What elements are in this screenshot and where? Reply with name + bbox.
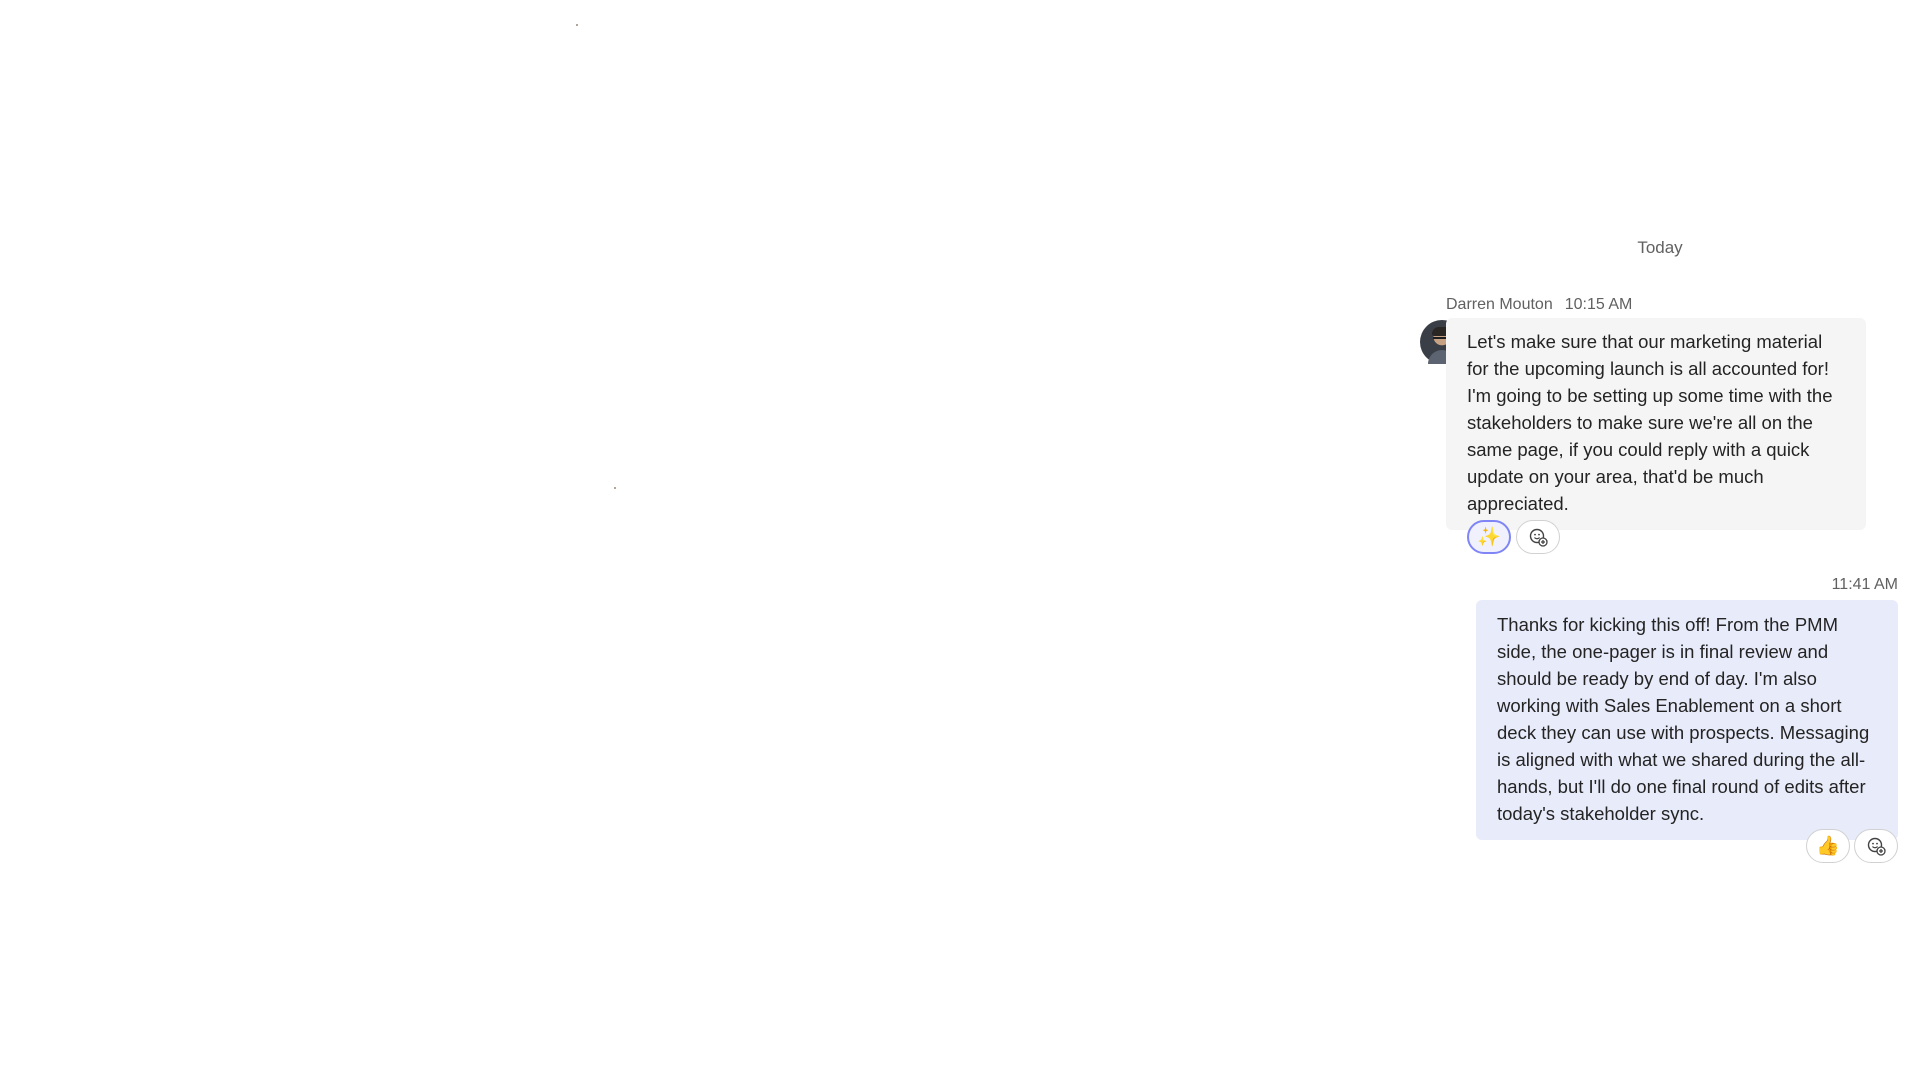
sparkle-reaction-button[interactable]: ✨ bbox=[1467, 520, 1511, 554]
stray-pixel bbox=[576, 24, 578, 26]
stray-pixel bbox=[614, 487, 616, 489]
thumbs-up-reaction-button[interactable]: 👍 bbox=[1806, 829, 1850, 863]
add-reaction-button[interactable] bbox=[1516, 520, 1560, 554]
add-reaction-icon bbox=[1529, 528, 1548, 547]
outgoing-message-timestamp: 11:41 AM bbox=[1831, 576, 1898, 593]
date-divider: Today bbox=[1637, 238, 1683, 257]
add-reaction-button[interactable] bbox=[1854, 829, 1898, 863]
add-reaction-icon bbox=[1867, 837, 1886, 856]
thumbs-up-emoji-icon: 👍 bbox=[1816, 836, 1840, 857]
outgoing-message-bubble[interactable]: Thanks for kicking this off! From the PM… bbox=[1476, 600, 1898, 840]
outgoing-message-text: Thanks for kicking this off! From the PM… bbox=[1497, 614, 1870, 824]
message-header: Darren Mouton 10:15 AM bbox=[1446, 296, 1632, 314]
incoming-message-text: Let's make sure that our marketing mater… bbox=[1467, 331, 1833, 514]
incoming-message-bubble[interactable]: Let's make sure that our marketing mater… bbox=[1446, 318, 1866, 530]
sender-name[interactable]: Darren Mouton bbox=[1446, 296, 1553, 313]
sparkle-emoji-icon: ✨ bbox=[1477, 527, 1501, 548]
message-timestamp: 10:15 AM bbox=[1564, 296, 1633, 313]
avatar-glasses bbox=[1433, 337, 1451, 343]
avatar-hair bbox=[1432, 327, 1452, 336]
